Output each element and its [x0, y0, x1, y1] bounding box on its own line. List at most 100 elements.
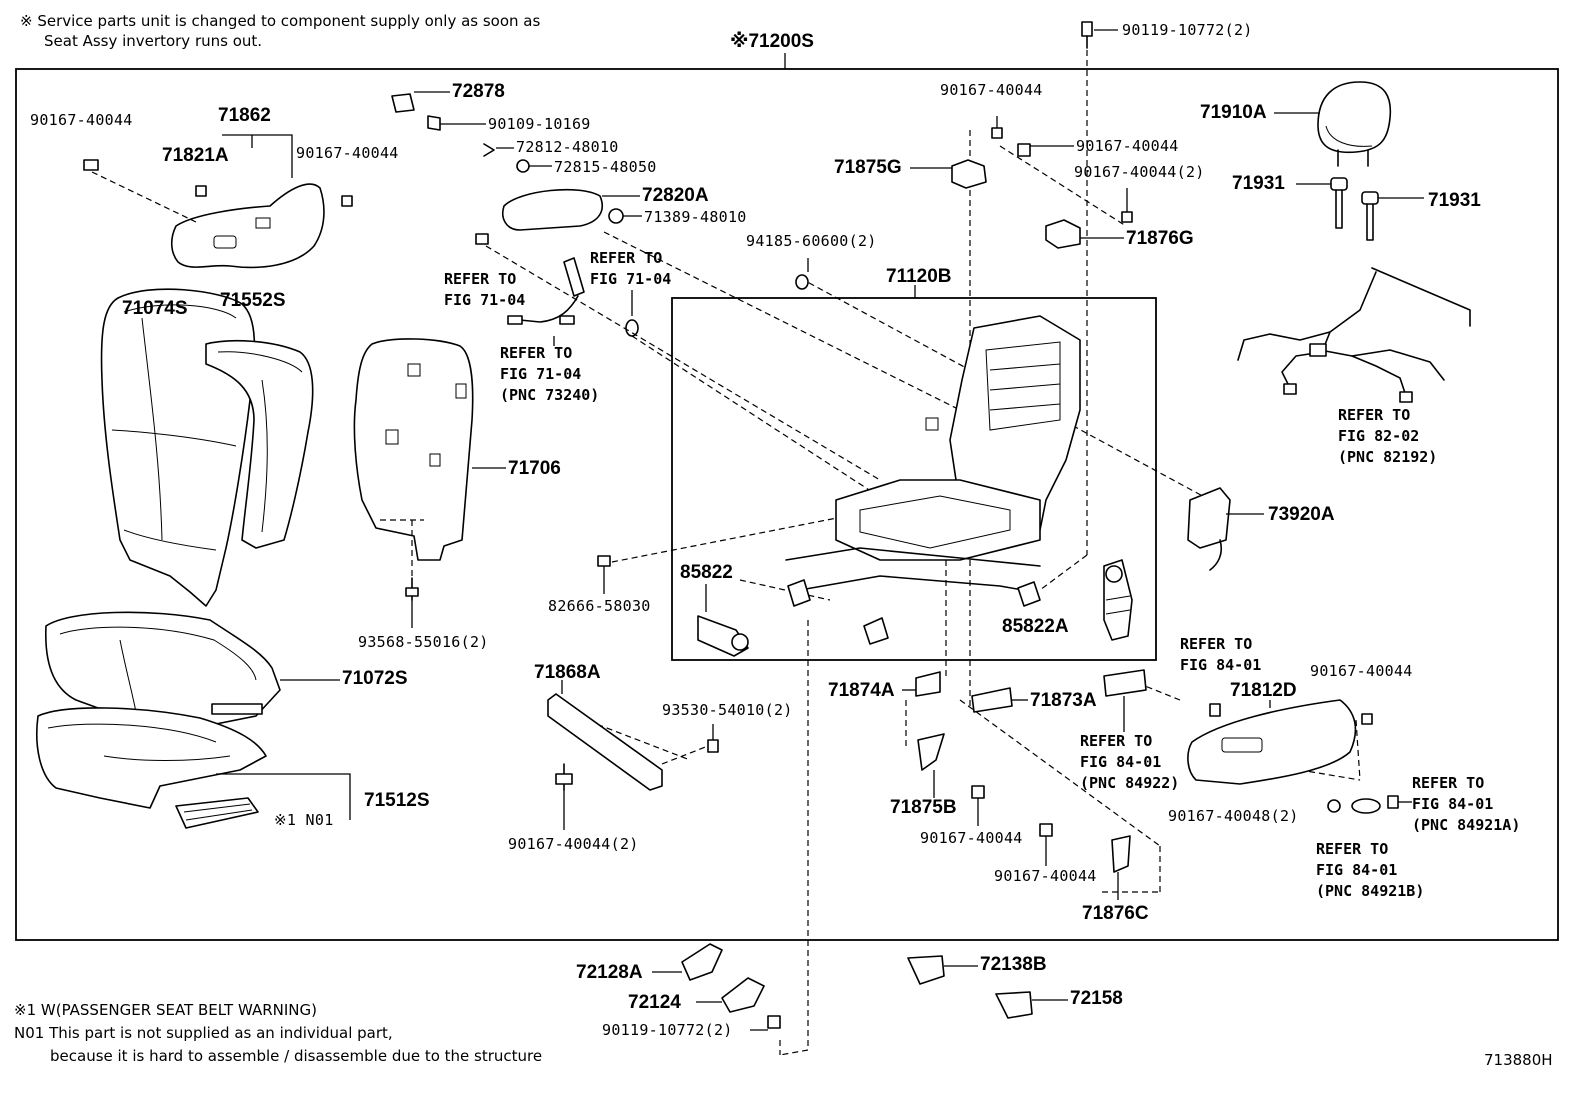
part-71876G[interactable]: 71876G: [1126, 228, 1194, 249]
seatbelt-buckle-drawing: [475, 233, 639, 346]
refer-fig-84-01-b-line1: REFER TO: [1080, 732, 1153, 750]
part-71552S[interactable]: 71552S: [220, 290, 286, 311]
part-72815-48050[interactable]: 72815-48050: [554, 158, 657, 176]
refer-fig-82-02-line2[interactable]: FIG 82-02: [1338, 427, 1420, 445]
part-71074S[interactable]: 71074S: [122, 298, 188, 319]
seatback-cover-drawing: [100, 288, 256, 607]
part-72820A[interactable]: 72820A: [642, 185, 709, 206]
part-94185-60600[interactable]: 94185-60600(2): [746, 232, 877, 250]
refer-fig-84-01-d-line2[interactable]: FIG 84-01: [1316, 861, 1398, 879]
part-90109-10169[interactable]: 90109-10169: [488, 115, 591, 133]
part-93530-54010[interactable]: 93530-54010(2): [662, 701, 793, 719]
part-71876C[interactable]: 71876C: [1082, 903, 1149, 924]
motor-85822A-drawing: [1103, 559, 1133, 641]
refer-fig-84-01-a-line1: REFER TO: [1180, 635, 1253, 653]
part-n01[interactable]: ※1 N01: [274, 811, 334, 829]
part-72878[interactable]: 72878: [452, 81, 505, 102]
refer-fig-84-01-a-line2[interactable]: FIG 84-01: [1180, 656, 1262, 674]
part-90167-40044-r[interactable]: 90167-40044: [1310, 662, 1413, 680]
part-71931-left[interactable]: 71931: [1232, 173, 1285, 194]
service-note-line2: Seat Assy invertory runs out.: [44, 32, 263, 50]
part-85822[interactable]: 85822: [680, 562, 733, 583]
part-90167-40044-tl[interactable]: 90167-40044: [30, 111, 133, 129]
part-71931-right[interactable]: 71931: [1428, 190, 1481, 211]
part-71389-48010[interactable]: 71389-48010: [644, 208, 747, 226]
top-bolt-drawing: [1039, 21, 1118, 591]
part-71821A[interactable]: 71821A: [162, 145, 229, 166]
cushion-cover-drawing: [45, 611, 340, 729]
part-90119-10772-top[interactable]: 90119-10772(2): [1122, 21, 1253, 39]
part-90119-10772-bot[interactable]: 90119-10772(2): [602, 1021, 733, 1039]
refer-fig-71-04-b-line1: REFER TO: [590, 249, 663, 267]
part-72812-48010[interactable]: 72812-48010: [516, 138, 619, 156]
headrest-drawing: [1274, 81, 1392, 167]
part-71812D[interactable]: 71812D: [1230, 680, 1297, 701]
refer-fig-84-01-d-line1: REFER TO: [1316, 840, 1389, 858]
part-90167-40044-c3[interactable]: 90167-40044(2): [1074, 163, 1205, 181]
part-90167-40044-c2[interactable]: 90167-40044: [1076, 137, 1179, 155]
assembly-part-number[interactable]: ※71200S: [730, 31, 814, 52]
part-72138B[interactable]: 72138B: [980, 954, 1047, 975]
refer-fig-84-01-c-line1: REFER TO: [1412, 774, 1485, 792]
part-71875G[interactable]: 71875G: [834, 157, 902, 178]
side-shield-left-drawing: [83, 134, 353, 269]
refer-fig-84-01-c-line3: (PNC 84921A): [1412, 816, 1521, 834]
seatback-pad-drawing: [205, 339, 314, 549]
clip-82666-drawing: [597, 555, 611, 594]
refer-fig-71-04-b-line2[interactable]: FIG 71-04: [590, 270, 672, 288]
part-71874A[interactable]: 71874A: [828, 680, 895, 701]
bracket-71876G-drawing: [1045, 188, 1133, 249]
part-71862[interactable]: 71862: [218, 105, 271, 126]
part-90167-40048[interactable]: 90167-40048(2): [1168, 807, 1299, 825]
refer-fig-71-04-a-line2[interactable]: FIG 71-04: [444, 291, 526, 309]
side-shield-right-drawing: [1187, 699, 1412, 814]
wire-harness-drawing: [1237, 267, 1471, 403]
part-90167-40044-m1[interactable]: 90167-40044: [920, 829, 1023, 847]
part-72124[interactable]: 72124: [628, 992, 681, 1013]
brackets-lower-drawing: [902, 669, 1147, 732]
refer-fig-84-01-b-line2[interactable]: FIG 84-01: [1080, 753, 1162, 771]
part-90167-40044-c1[interactable]: 90167-40044: [940, 81, 1043, 99]
refer-fig-84-01-c-line2[interactable]: FIG 84-01: [1412, 795, 1494, 813]
refer-fig-71-04-a-line1: REFER TO: [444, 270, 517, 288]
assembly-frame: [15, 68, 1559, 941]
refer-fig-84-01-b-line3: (PNC 84922): [1080, 774, 1180, 792]
refer-fig-71-04-c-line2[interactable]: FIG 71-04: [500, 365, 582, 383]
part-71868A[interactable]: 71868A: [534, 662, 601, 683]
part-93568-55016[interactable]: 93568-55016(2): [358, 633, 489, 651]
refer-fig-84-01-d-line3: (PNC 84921B): [1316, 882, 1425, 900]
cushion-pad-drawing: [36, 707, 351, 820]
part-71512S[interactable]: 71512S: [364, 790, 430, 811]
part-90167-40044-b[interactable]: 90167-40044(2): [508, 835, 639, 853]
part-71910A[interactable]: 71910A: [1200, 102, 1267, 123]
bracket-71875G-drawing: [910, 116, 1074, 189]
refer-fig-82-02-line3: (PNC 82192): [1338, 448, 1438, 466]
part-71875B[interactable]: 71875B: [890, 797, 957, 818]
footnote-line2: N01 This part is not supplied as an indi…: [14, 1024, 393, 1042]
seat-frame-drawing: [785, 315, 1081, 645]
diagram-code: 713880H: [1484, 1051, 1553, 1069]
part-73920A[interactable]: 73920A: [1268, 504, 1335, 525]
refer-fig-71-04-c-line3: (PNC 73240): [500, 386, 600, 404]
service-note-line1: ※ Service parts unit is changed to compo…: [20, 12, 541, 30]
nut-94185-drawing: [795, 258, 809, 290]
side-airbag-drawing: [1187, 487, 1264, 571]
part-71873A[interactable]: 71873A: [1030, 690, 1097, 711]
part-90167-40044-m2[interactable]: 90167-40044: [994, 867, 1097, 885]
back-board-drawing: [353, 338, 506, 578]
part-71072S[interactable]: 71072S: [342, 668, 408, 689]
refer-fig-82-02-line1: REFER TO: [1338, 406, 1411, 424]
part-72158[interactable]: 72158: [1070, 988, 1123, 1009]
part-71706[interactable]: 71706: [508, 458, 561, 479]
part-82666-58030[interactable]: 82666-58030: [548, 597, 651, 615]
part-90167-40044-t2[interactable]: 90167-40044: [296, 144, 399, 162]
refer-fig-71-04-c-line1: REFER TO: [500, 344, 573, 362]
part-72128A[interactable]: 72128A: [576, 962, 643, 983]
bracket-71875B-drawing: [917, 733, 1053, 866]
part-85822A[interactable]: 85822A: [1002, 616, 1069, 637]
part-71120B[interactable]: 71120B: [886, 266, 952, 287]
side-cover-71868A-drawing: [547, 680, 719, 830]
footnote-line1: ※1 W(PASSENGER SEAT BELT WARNING): [14, 1001, 317, 1019]
